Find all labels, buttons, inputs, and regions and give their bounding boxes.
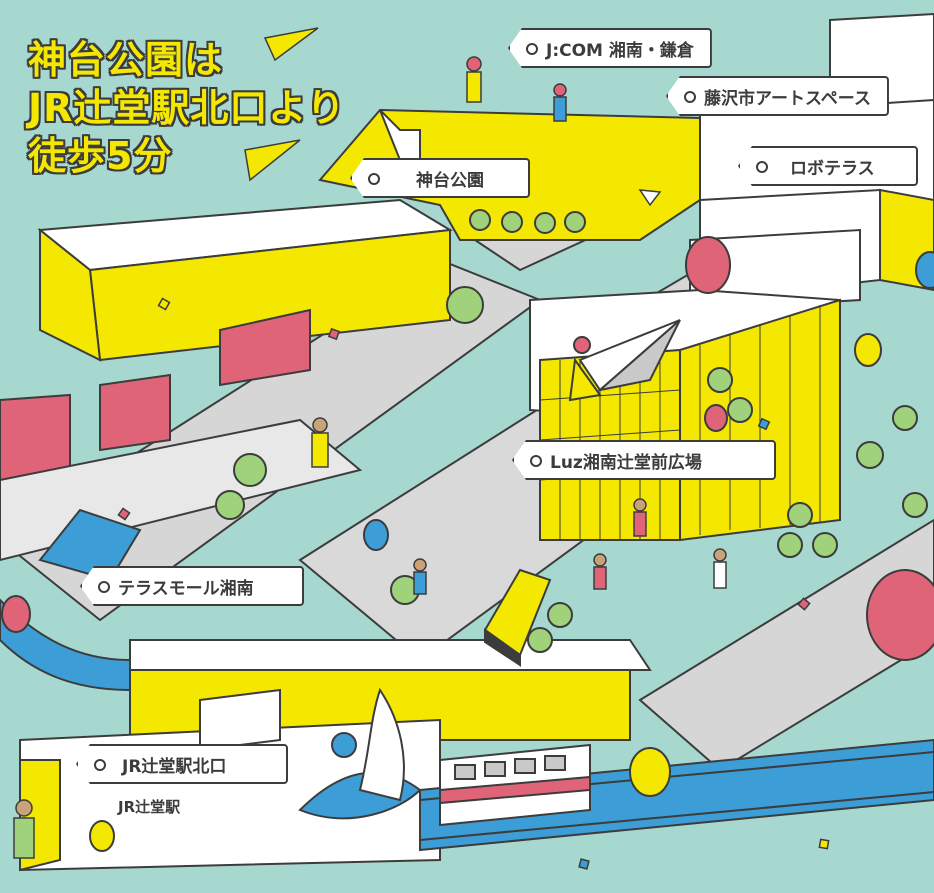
tag-hole-icon bbox=[94, 759, 106, 771]
tag-hole-icon bbox=[756, 161, 768, 173]
label-jcom[interactable]: J:COM 湘南・鎌倉 bbox=[508, 28, 712, 68]
balloons bbox=[1, 236, 934, 852]
label-shindai-park[interactable]: 神台公園 bbox=[350, 158, 530, 198]
station-sign: JR辻堂駅 bbox=[118, 798, 181, 816]
headline: 神台公園は JR辻堂駅北口より 徒歩5分 bbox=[28, 36, 346, 180]
headline-line2: JR辻堂駅北口より bbox=[28, 86, 346, 130]
train bbox=[439, 743, 591, 827]
label-terrace-mall-text: テラスモール湘南 bbox=[118, 578, 254, 599]
label-jr-north-exit-text: JR辻堂駅北口 bbox=[122, 756, 227, 777]
label-jcom-text: J:COM 湘南・鎌倉 bbox=[546, 40, 694, 61]
tag-hole-icon bbox=[526, 43, 538, 55]
label-terrace-mall[interactable]: テラスモール湘南 bbox=[80, 566, 304, 606]
bird bbox=[298, 687, 422, 820]
label-art-space[interactable]: 藤沢市アートスペース bbox=[666, 76, 889, 116]
label-shindai-park-text: 神台公園 bbox=[416, 170, 484, 191]
confetti bbox=[117, 27, 830, 870]
headline-line3: 徒歩5分 bbox=[28, 134, 173, 178]
label-luz-plaza[interactable]: Luz湘南辻堂前広場 bbox=[512, 440, 776, 480]
label-robo-terrace[interactable]: ロボテラス bbox=[738, 146, 918, 186]
tag-hole-icon bbox=[530, 455, 542, 467]
tag-hole-icon bbox=[98, 581, 110, 593]
trees bbox=[215, 286, 928, 653]
people bbox=[13, 56, 727, 859]
label-jr-north-exit[interactable]: JR辻堂駅北口 bbox=[76, 744, 288, 784]
blue-walkway bbox=[0, 508, 142, 692]
label-art-space-text: 藤沢市アートスペース bbox=[704, 88, 871, 109]
bus bbox=[483, 568, 552, 667]
paper-plane bbox=[568, 319, 681, 402]
label-robo-terrace-text: ロボテラス bbox=[790, 158, 875, 179]
tag-hole-icon bbox=[684, 91, 696, 103]
headline-line1: 神台公園は bbox=[28, 38, 224, 82]
label-luz-plaza-text: Luz湘南辻堂前広場 bbox=[550, 452, 702, 473]
luz-building bbox=[529, 288, 842, 542]
tag-hole-icon bbox=[368, 173, 380, 185]
